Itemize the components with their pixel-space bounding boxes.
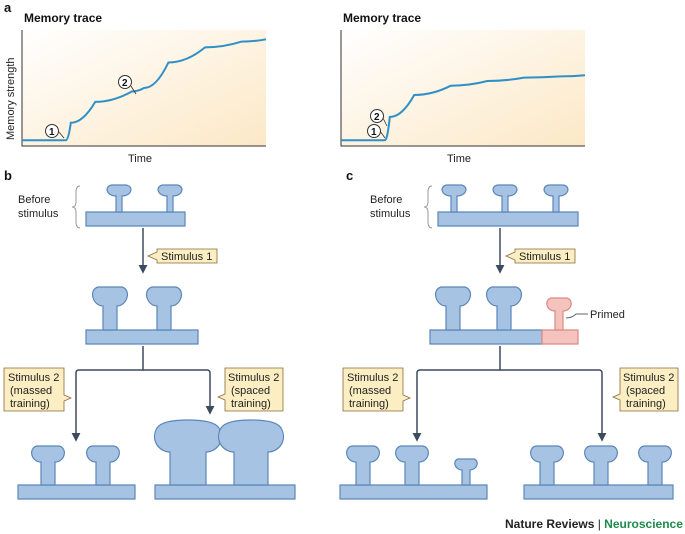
svg-text:Stimulus 1: Stimulus 1	[161, 251, 212, 263]
svg-text:2: 2	[122, 78, 128, 89]
panel-c-arrow-spaced	[500, 369, 607, 442]
svg-text:training): training)	[626, 398, 666, 410]
panel-letter-c: c	[346, 168, 353, 183]
panel-b-massed-callout: Stimulus 2 (massed training)	[3, 367, 73, 412]
neuron-b-spaced-result	[153, 419, 296, 500]
chart-left-title: Memory trace	[24, 11, 102, 25]
panel-letter-b: b	[4, 168, 12, 183]
primed-spine	[546, 297, 572, 331]
panel-b-spaced-callout: Stimulus 2 (spaced training)	[216, 367, 284, 412]
svg-text:(massed: (massed	[10, 385, 52, 397]
svg-text:2: 2	[374, 112, 380, 123]
panel-c-arrow-massed	[412, 346, 501, 442]
svg-text:1: 1	[49, 127, 55, 138]
panel-b-before-line2: stimulus	[18, 208, 59, 220]
chart-left-series-line	[21, 38, 267, 142]
svg-text:training): training)	[349, 398, 389, 410]
chart-left-marker-2: 2	[118, 75, 137, 95]
svg-text:Stimulus 2: Stimulus 2	[347, 372, 398, 384]
chart-right-title: Memory trace	[343, 11, 421, 25]
panel-b-stimulus1-callout: Stimulus 1	[147, 248, 218, 264]
panel-letter-a: a	[4, 0, 12, 15]
chart-left: Memory trace Memory strength Time 1 2	[5, 11, 267, 165]
footer-credit: Nature Reviews | Neuroscience	[505, 517, 683, 531]
chart-left-xlabel: Time	[128, 153, 152, 165]
chart-right-background	[341, 30, 585, 146]
chart-left-ylabel: Memory strength	[5, 57, 17, 140]
panel-c-before-line2: stimulus	[370, 208, 411, 220]
chart-right-axes	[340, 30, 585, 147]
chart-left-marker-1: 1	[45, 124, 65, 139]
neuron-b-before	[85, 184, 186, 227]
svg-text:training): training)	[231, 398, 271, 410]
neuron-b-after-stimulus1	[85, 286, 199, 345]
svg-text:training): training)	[10, 398, 50, 410]
panel-b-brace	[71, 185, 81, 229]
primed-dendrite-segment	[541, 329, 579, 345]
panel-b-arrow-massed	[71, 346, 144, 442]
svg-text:1: 1	[371, 127, 377, 138]
panel-c-brace	[423, 185, 433, 229]
panel-b-before-line1: Before	[18, 194, 50, 206]
chart-right-marker-1: 1	[367, 124, 386, 139]
neuron-c-after-stimulus1	[429, 286, 579, 345]
svg-text:(spaced: (spaced	[231, 385, 270, 397]
neuron-c-massed-result	[339, 445, 488, 500]
neuron-c-before	[437, 184, 579, 227]
svg-text:(spaced: (spaced	[626, 385, 665, 397]
footer-separator: |	[594, 517, 604, 531]
chart-right-series-line	[340, 74, 586, 142]
neuron-c-spaced-result	[523, 445, 674, 500]
primed-leader-line	[565, 313, 588, 319]
chart-left-axes	[21, 30, 266, 147]
chart-right: Memory trace Time 2 1	[340, 11, 586, 165]
footer-section: Neuroscience	[604, 517, 683, 531]
panel-b-arrow-spaced	[143, 369, 215, 415]
panel-c: Before stimulus Stimulus 1 Primed Stim	[339, 184, 679, 500]
svg-text:Stimulus 1: Stimulus 1	[519, 251, 570, 263]
panel-b: Before stimulus Stimulus 1 Stimulus 2 (m…	[3, 184, 296, 500]
svg-text:Stimulus 2: Stimulus 2	[8, 372, 59, 384]
panel-c-massed-callout: Stimulus 2 (massed training)	[342, 367, 412, 412]
neuron-b-massed-result	[17, 445, 136, 500]
svg-text:Stimulus 2: Stimulus 2	[623, 372, 674, 384]
chart-right-xlabel: Time	[447, 153, 471, 165]
chart-right-marker-2: 2	[370, 109, 388, 127]
panel-c-before-line1: Before	[370, 194, 402, 206]
panel-c-spaced-callout: Stimulus 2 (spaced training)	[611, 367, 679, 412]
footer-journal: Nature Reviews	[505, 517, 595, 531]
panel-c-stimulus1-callout: Stimulus 1	[505, 248, 576, 264]
svg-text:Stimulus 2: Stimulus 2	[228, 372, 279, 384]
svg-text:(massed: (massed	[349, 385, 391, 397]
primed-label: Primed	[590, 309, 625, 321]
